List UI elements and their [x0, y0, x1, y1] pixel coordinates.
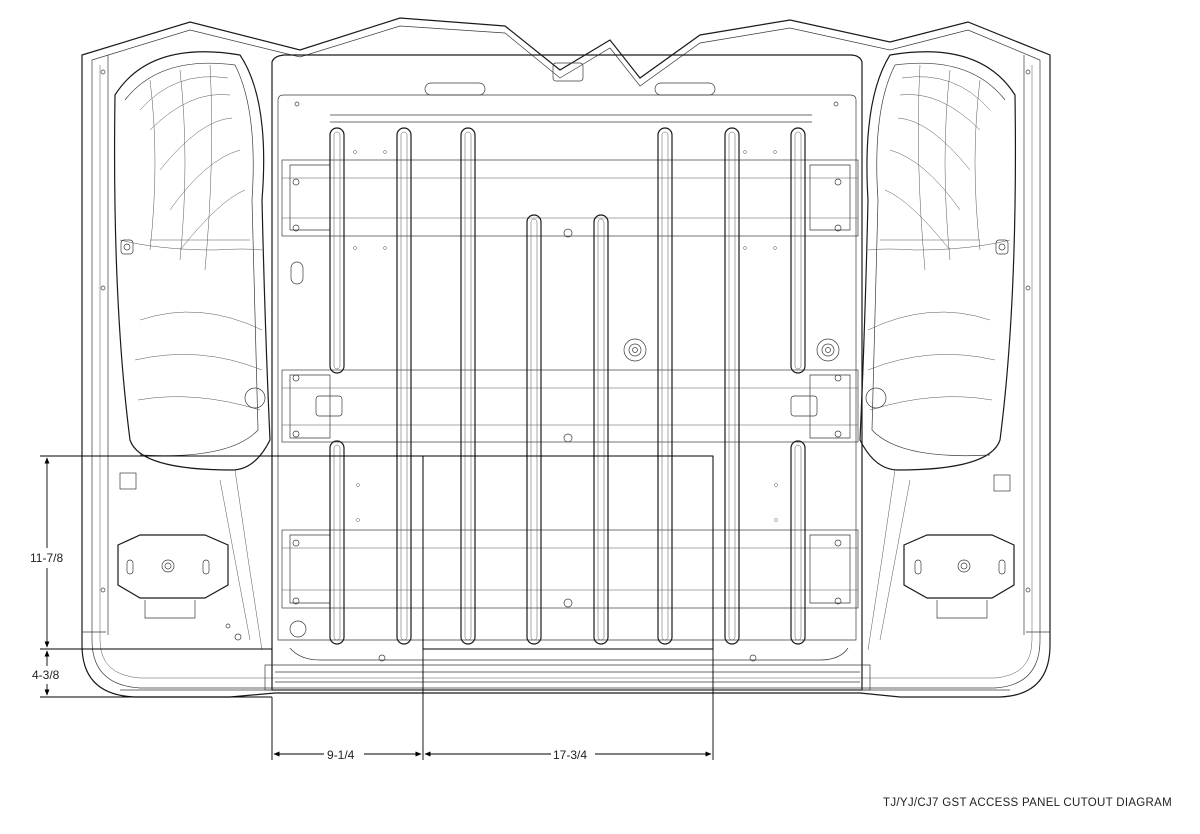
floor-pan [264, 54, 871, 691]
dim-vertical-upper: 11-7/8 [30, 551, 63, 565]
access-panel-cutout [422, 455, 714, 650]
wheel-well-left [113, 51, 271, 490]
dim-horizontal-right: 17-3/4 [553, 748, 587, 762]
bracket-left [117, 469, 263, 651]
dim-vertical-lower: 4-3/8 [32, 668, 60, 682]
tub-outline [81, 17, 1051, 698]
diagram-title: TJ/YJ/CJ7 GST ACCESS PANEL CUTOUT DIAGRA… [883, 797, 1172, 809]
bracket-right [867, 469, 1015, 651]
floor-ribs [329, 127, 806, 645]
wheel-well-right [859, 51, 1017, 492]
dim-horizontal-left: 9-1/4 [327, 748, 355, 762]
